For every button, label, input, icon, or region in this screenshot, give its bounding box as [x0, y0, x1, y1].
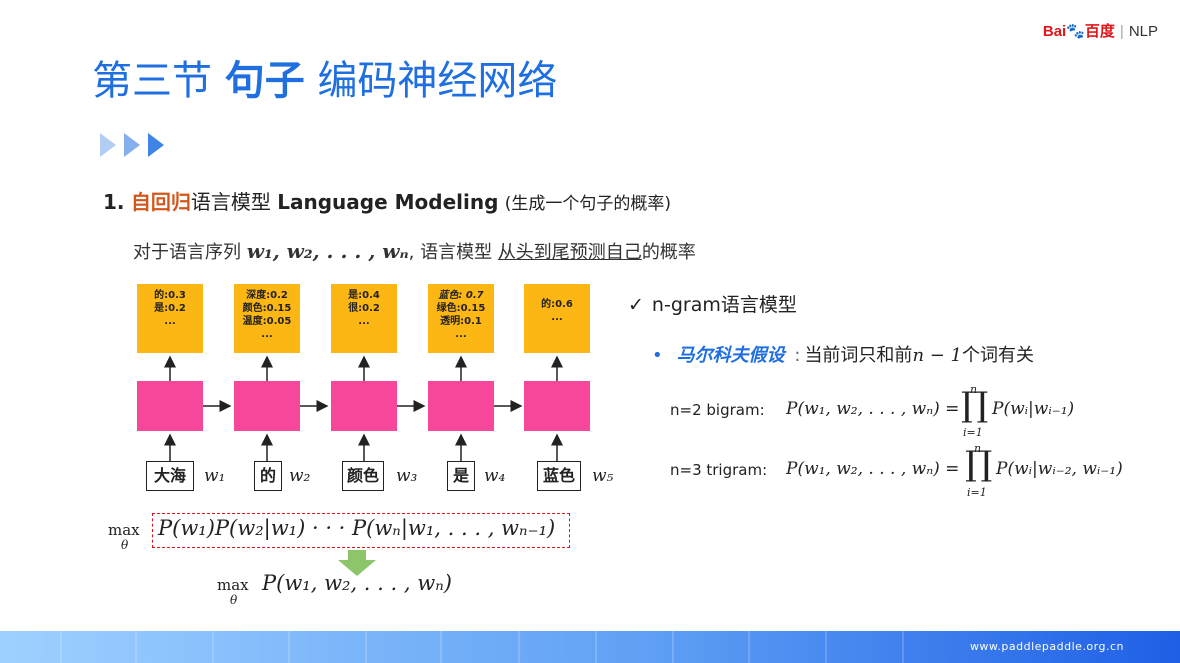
subline-underlined: 从头到尾预测自己 [497, 242, 642, 263]
word-label-1: w₁ [204, 466, 226, 486]
title-bold: 句子 [224, 58, 305, 104]
equation-chain-rule: P(w₁)P(w₂|w₁) · · · P(wₙ|w₁, . . . , wₙ₋… [158, 516, 556, 540]
bigram-prod-icon: ∏ [961, 385, 989, 425]
word-label-4: w₄ [484, 466, 506, 486]
max-operator-1: max [108, 521, 140, 539]
output-box-3: 是:0.4 很:0.2 ... [331, 284, 397, 353]
word-box-3: 颜色 [342, 461, 384, 491]
down-arrow-icon [338, 550, 376, 576]
markov-text1: 当前词只和前 [804, 345, 913, 366]
hidden-state-box-1 [137, 381, 203, 431]
bigram-rhs: P(wᵢ|wᵢ₋₁) [992, 399, 1075, 419]
max-operator-2: max [217, 576, 249, 594]
bigram-prod-top: n [970, 383, 978, 396]
title-part1: 第三节 [92, 58, 212, 104]
bigram-prod-bottom: i=1 [963, 426, 983, 439]
hidden-state-box-3 [331, 381, 397, 431]
markov-math: n − 1 [912, 345, 963, 366]
section-heading: 1. 自回归语言模型 Language Modeling (生成一个句子的概率) [103, 186, 671, 215]
brand-nlp: NLP [1128, 23, 1158, 40]
output-box-2: 深度:0.2 颜色:0.15 温度:0.05 ... [234, 284, 300, 353]
dashed-highlight-box [152, 513, 570, 548]
brand-logo: Bai🐾du百度|NLP [1043, 20, 1158, 41]
markov-title: 马尔科夫假设 [676, 345, 785, 366]
subline-pre: 对于语言序列 [133, 242, 241, 263]
word-label-2: w₂ [289, 466, 311, 486]
footer-url[interactable]: www.paddlepaddle.org.cn [969, 640, 1124, 653]
output-box-1: 的:0.3 是:0.2 ... [137, 284, 203, 353]
markov-sep: : [794, 345, 801, 366]
output-box-5: 的:0.6 ... [524, 284, 590, 353]
heading-num: 1. [103, 190, 125, 214]
brand-bai: Bai [1042, 23, 1067, 40]
trigram-rhs: P(wᵢ|wᵢ₋₂, wᵢ₋₁) [996, 459, 1123, 479]
markov-text2: 个词有关 [962, 345, 1035, 366]
page-title: 第三节 句子 编码神经网络 [92, 48, 557, 106]
chevron-arrows-icon [100, 133, 164, 157]
brand-baidu-cn: 百度 [1084, 23, 1115, 40]
theta-1: θ [121, 538, 129, 552]
trigram-prod-icon: ∏ [965, 444, 993, 484]
trigram-label: n=3 trigram: [670, 461, 768, 479]
brand-paw-icon: 🐾 [1066, 23, 1085, 40]
heading-paren: (生成一个句子的概率) [504, 194, 672, 214]
word-box-4: 是 [447, 461, 475, 491]
subline-post: 的概率 [641, 242, 696, 263]
subline-seq: w₁, w₂, . . . , wₙ [246, 239, 409, 263]
check-icon: ✓ [628, 294, 644, 316]
heading-text: 语言模型 [190, 190, 271, 214]
rnn-diagram [164, 355, 563, 576]
trigram-lhs: P(w₁, w₂, . . . , wₙ) = [786, 459, 960, 479]
bullet-icon: • [652, 345, 663, 366]
word-label-3: w₃ [396, 466, 418, 486]
word-box-2: 的 [254, 461, 282, 491]
trigram-prod-top: n [974, 442, 982, 455]
hidden-state-box-2 [234, 381, 300, 431]
hidden-state-box-4 [428, 381, 494, 431]
brand-sep: | [1119, 23, 1124, 40]
subline: 对于语言序列 w₁, w₂, . . . , wₙ, 语言模型 从头到尾预测自己… [133, 238, 696, 264]
word-box-1: 大海 [146, 461, 194, 491]
output-box-4: 蓝色: 0.7 绿色:0.15 透明:0.1 ... [428, 284, 494, 353]
title-part2: 编码神经网络 [317, 58, 558, 104]
ngram-heading: ✓n-gram语言模型 [628, 294, 797, 316]
trigram-prod-bottom: i=1 [967, 486, 987, 499]
heading-accent: 自回归 [130, 190, 191, 214]
theta-2: θ [230, 593, 238, 607]
footer-band [0, 631, 1180, 663]
hidden-state-box-5 [524, 381, 590, 431]
heading-en: Language Modeling [277, 190, 499, 214]
word-box-5: 蓝色 [537, 461, 581, 491]
subline-mid: , 语言模型 [408, 242, 493, 263]
bigram-lhs: P(w₁, w₂, . . . , wₙ) = [786, 399, 960, 419]
word-label-5: w₅ [592, 466, 614, 486]
markov-assumption: • 马尔科夫假设 :当前词只和前n − 1个词有关 [652, 341, 1034, 367]
bigram-label: n=2 bigram: [670, 401, 765, 419]
equation-joint: P(w₁, w₂, . . . , wₙ) [262, 571, 452, 595]
